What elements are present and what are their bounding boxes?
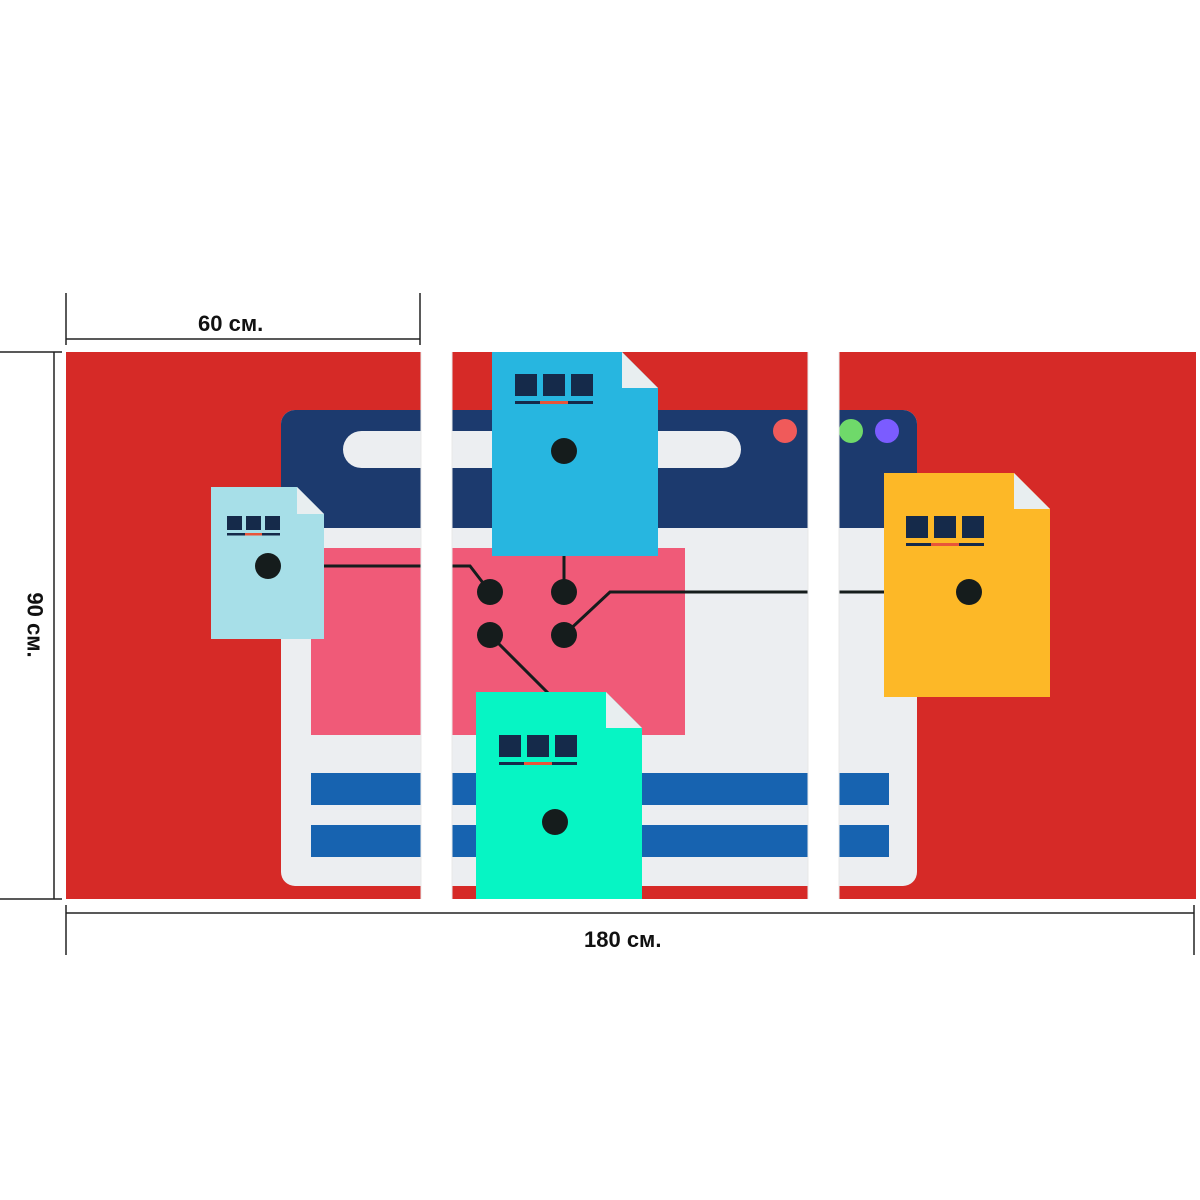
total-width-label: 180 см. [584,927,662,952]
panel-width-label: 60 см. [198,311,264,336]
window-dot-red [773,419,797,443]
document-icon [884,473,1050,697]
document-icon [476,692,642,899]
panel-gap [808,340,839,910]
document-icon [211,487,324,639]
height-label: 90 см. [22,592,48,658]
window-dot-purple [875,419,899,443]
document-icon [492,352,658,556]
window-dot-green [839,419,863,443]
dimension-lines [0,293,1195,955]
panel-gap [421,340,452,910]
connection-node-icon [477,579,577,648]
